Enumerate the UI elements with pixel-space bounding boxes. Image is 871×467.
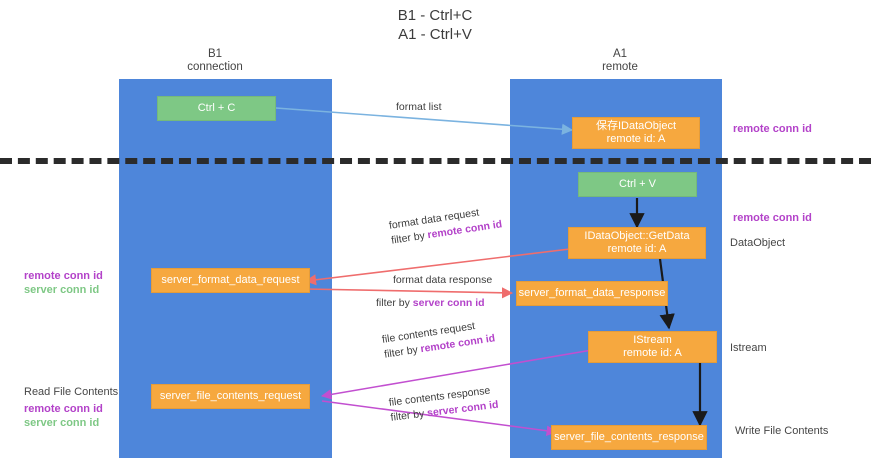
title-line-2: A1 - Ctrl+V [398,26,472,43]
edge-label-format-data-request-prefix: filter by [390,229,429,247]
edge-label-format-list: format list [396,100,442,115]
annotation-read-file-contents-text: Read File Contents [24,386,119,398]
column-header-a1: A1 remote [535,48,705,74]
page-title: B1 - Ctrl+C A1 - Ctrl+V [335,6,535,44]
edge-label-format-data-response-hl: server conn id [412,297,485,309]
node-ctrl-c[interactable]: Ctrl + C [157,96,276,121]
annotation-read-file-contents: Read File Contents [24,385,118,399]
annotation-dataobject-text: DataObject [730,237,786,249]
edge-label-format-data-response-prefix: filter by [376,297,413,309]
annotation-remote-conn-id-top-text: remote conn id [733,123,812,135]
arrow-file-contents-request [320,349,593,400]
arrow-format-data-request [304,247,579,286]
node-istream-line2: remote id: A [623,347,682,359]
edge-label-file-contents-request-prefix: filter by [383,343,422,361]
node-server-file-contents-response-label: server_file_contents_response [554,431,704,443]
annotation-left-ids-bottom-server: server conn id [24,417,100,429]
edge-label-format-list-text: format list [396,101,442,113]
annotation-dataobject: DataObject [730,236,785,250]
node-server-file-contents-request-label: server_file_contents_request [159,390,302,402]
node-server-format-data-request[interactable]: server_format_data_request [151,268,310,293]
node-istream[interactable]: IStream remote id: A [588,331,717,363]
node-server-format-data-request-label: server_format_data_request [161,274,300,286]
arrow-format-data-response [305,287,514,299]
column-header-b1: B1 connection [130,48,300,74]
edge-label-file-contents-response-prefix: filter by [389,407,428,424]
annotation-left-ids-mid-remote: remote conn id [24,270,103,282]
node-save-idataobject-line2: remote id: A [606,133,666,145]
annotation-remote-conn-id-mid: remote conn id [733,211,812,225]
title-line-1: B1 - Ctrl+C [397,7,473,24]
annotation-left-ids-bottom-remote: remote conn id [24,403,103,415]
annotation-left-ids-bottom: remote conn id server conn id [24,402,103,430]
arrow-file-contents-response [321,400,558,436]
node-istream-line1: IStream [633,334,672,346]
column-header-b1-name: B1 [207,48,223,60]
column-header-b1-sub: connection [187,61,243,73]
annotation-istream: Istream [730,341,767,355]
column-header-a1-sub: remote [602,61,638,73]
node-server-file-contents-request[interactable]: server_file_contents_request [151,384,310,409]
node-server-format-data-response-label: server_format_data_response [518,287,666,299]
annotation-write-file-contents-text: Write File Contents [735,425,829,437]
annotation-left-ids-mid-server: server conn id [24,284,100,296]
node-idataobject-getdata-line2: remote id: A [607,243,667,255]
node-ctrl-c-label: Ctrl + C [197,102,236,114]
node-idataobject-getdata[interactable]: IDataObject::GetData remote id: A [568,227,706,259]
phase-divider [0,158,871,164]
annotation-left-ids-mid: remote conn id server conn id [24,269,103,297]
node-server-format-data-response[interactable]: server_format_data_response [516,281,668,306]
edge-label-format-data-response-filter: filter by server conn id [376,296,485,311]
annotation-remote-conn-id-top: remote conn id [733,122,812,136]
annotation-remote-conn-id-mid-text: remote conn id [733,212,812,224]
edge-label-format-data-response: format data response [393,273,492,288]
node-ctrl-v-label: Ctrl + V [619,178,656,190]
node-save-idataobject-line1: 保存IDataObject [595,120,677,132]
node-save-idataobject[interactable]: 保存IDataObject remote id: A [572,117,700,149]
node-idataobject-getdata-line1: IDataObject::GetData [584,230,690,242]
edge-label-format-data-response-line1: format data response [393,274,493,286]
arrow-format-list [275,107,574,135]
annotation-write-file-contents: Write File Contents [735,424,828,438]
column-header-a1-name: A1 [612,48,628,60]
node-server-file-contents-response[interactable]: server_file_contents_response [551,425,707,450]
annotation-istream-text: Istream [730,342,767,354]
node-ctrl-v[interactable]: Ctrl + V [578,172,697,197]
